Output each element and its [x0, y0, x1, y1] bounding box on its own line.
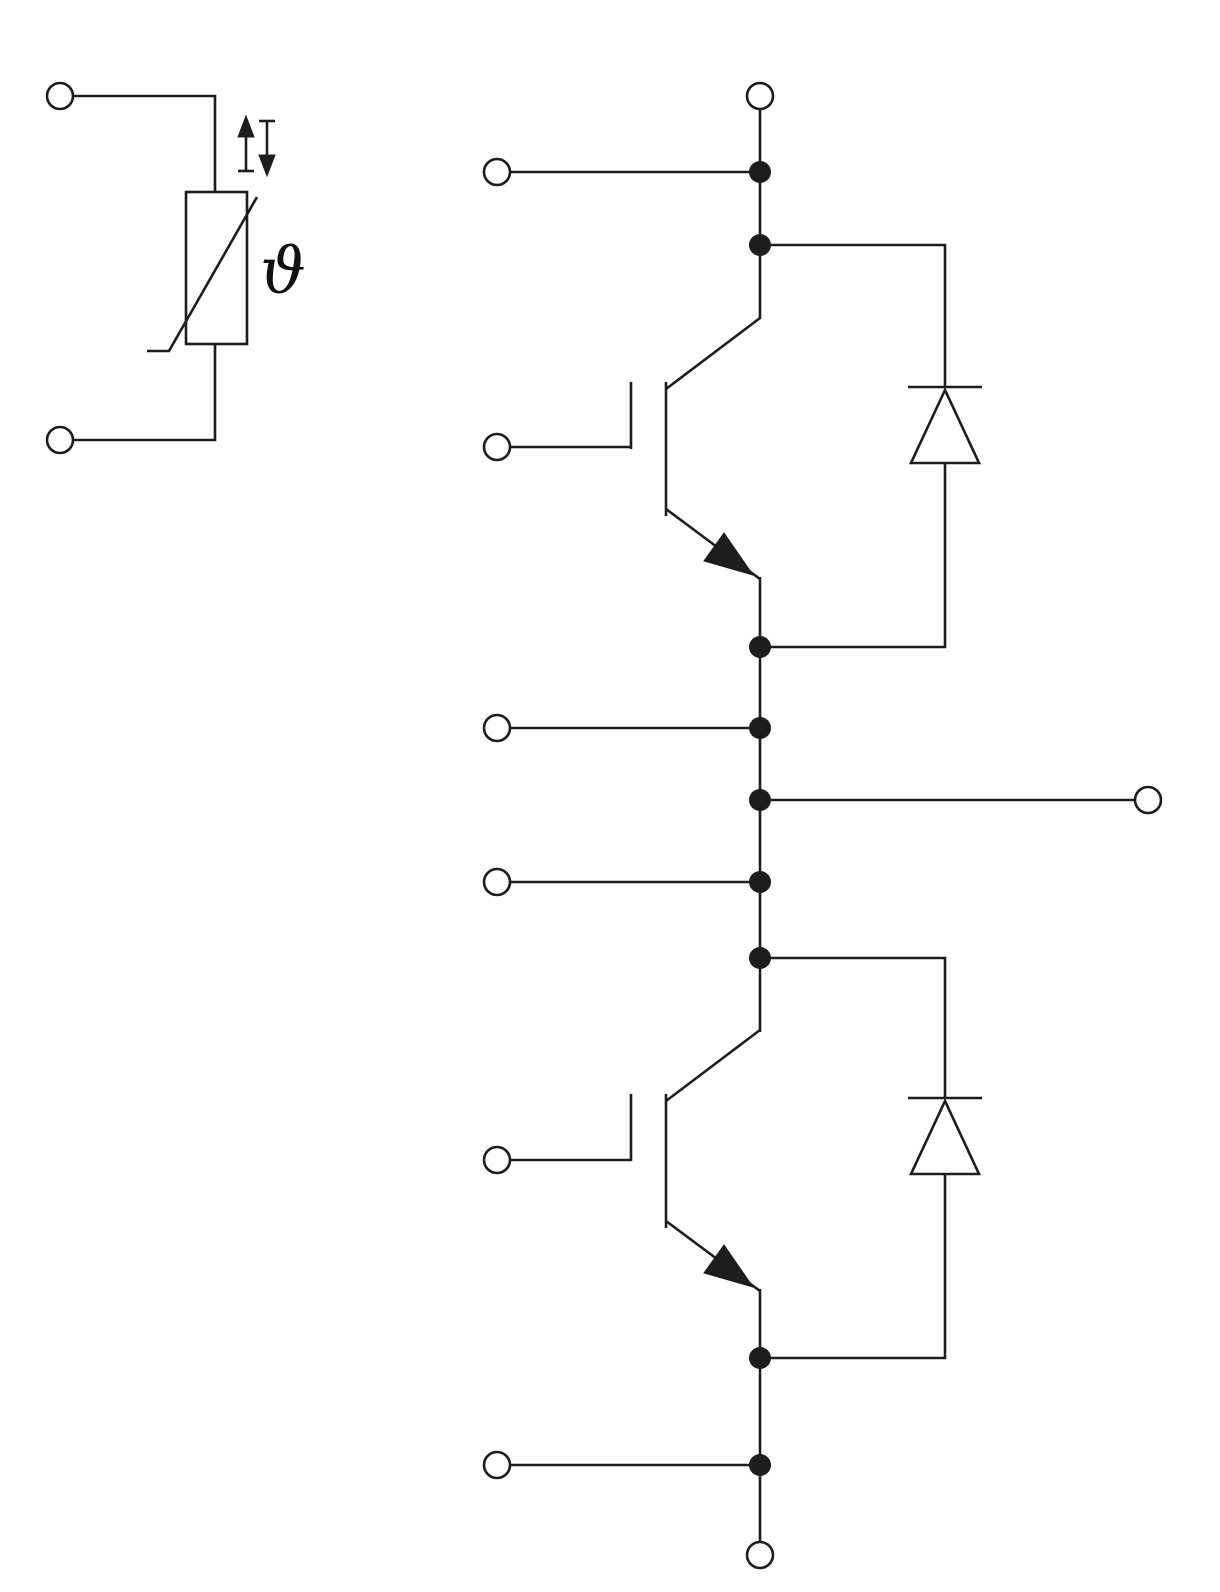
upper-igbt: [510, 316, 761, 581]
lower-igbt: [510, 1028, 761, 1293]
upper-igbt-collector-diagonal: [665, 316, 761, 391]
junction-dot: [749, 717, 771, 739]
junction-dot: [749, 947, 771, 969]
junction-dot: [749, 1347, 771, 1369]
upper-diode-triangle: [908, 386, 982, 465]
lower-diode-triangle: [908, 1097, 982, 1176]
upper-diode-bottom-branch: [760, 463, 947, 649]
terminals: [482, 81, 1163, 1570]
terminal-aux-bottom: [482, 1450, 512, 1480]
upper-freewheeling-diode: [760, 243, 982, 649]
lower-diode-bottom-branch: [760, 1174, 947, 1360]
terminal-dc-bottom: [745, 1540, 775, 1570]
thermistor-body: [184, 190, 249, 346]
upper-igbt-emitter-arrow: [703, 532, 755, 576]
junction-dot: [749, 636, 771, 658]
junction-dot: [749, 161, 771, 183]
thermistor-terminal-top: [45, 81, 75, 111]
terminal-gate-lower: [482, 1145, 512, 1175]
thermistor-bottom-wire: [73, 344, 217, 442]
terminal-mid-upper: [482, 713, 512, 743]
lower-diode-top-branch: [760, 956, 947, 1098]
terminal-aux-top: [482, 157, 512, 187]
thermistor-theta-label: ϑ: [260, 235, 306, 309]
thermistor-top-wire: [73, 94, 217, 192]
junction-dot: [749, 1454, 771, 1476]
lower-freewheeling-diode: [760, 956, 982, 1360]
junction-dot: [749, 234, 771, 256]
up-arrow-head: [237, 114, 255, 138]
upper-diode-top-branch: [760, 243, 947, 387]
lower-igbt-emitter-arrow: [703, 1244, 755, 1288]
igbt-half-bridge: [482, 81, 1163, 1570]
junction-dot: [749, 789, 771, 811]
terminal-dc-top: [745, 81, 775, 111]
thermistor-terminal-bottom: [45, 425, 75, 455]
terminal-phase-output: [1133, 785, 1163, 815]
junction-dot: [749, 871, 771, 893]
ntc-thermistor: ϑ: [45, 81, 306, 455]
down-arrow-head: [258, 154, 276, 178]
lower-igbt-collector-diagonal: [665, 1028, 761, 1103]
temperature-arrows: [237, 114, 276, 178]
terminal-mid-lower: [482, 867, 512, 897]
thermistor-diagonal-stroke: [147, 196, 259, 353]
junction-dots: [749, 161, 771, 1476]
terminal-gate-upper: [482, 432, 512, 462]
